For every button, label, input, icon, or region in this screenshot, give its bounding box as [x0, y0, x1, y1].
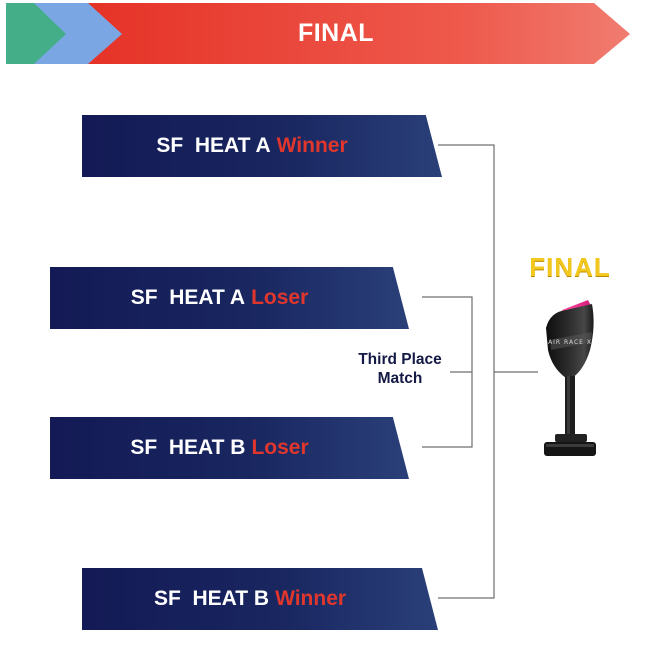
banner-blue-arrow [32, 3, 122, 64]
trophy-logo-text: AIR RACE X [548, 339, 592, 346]
third-place-label-line2: Match [377, 370, 423, 387]
banner-green-arrow [6, 3, 66, 64]
trophy-icon: AIR RACE X [544, 300, 596, 456]
page-title: FINAL [297, 19, 375, 47]
third-place-label-line1: Third Place [358, 351, 442, 368]
banner-red-arrow [86, 3, 630, 64]
slot-result: Loser [251, 436, 309, 459]
slot-result: Winner [276, 134, 348, 157]
slot-prefix: SF HEAT B [153, 587, 270, 610]
slot-result: Loser [251, 286, 309, 309]
slot-result: Winner [275, 587, 347, 610]
final-label: FINAL [529, 252, 611, 282]
slot-prefix: SF HEAT B [130, 436, 246, 459]
third-place-match-label: Third Place Match [345, 350, 455, 388]
slot-prefix: SF HEAT A [156, 134, 271, 157]
banner-arrows [6, 3, 630, 64]
slot-prefix: SF HEAT A [130, 286, 246, 309]
header-banner: FINAL [0, 0, 646, 66]
